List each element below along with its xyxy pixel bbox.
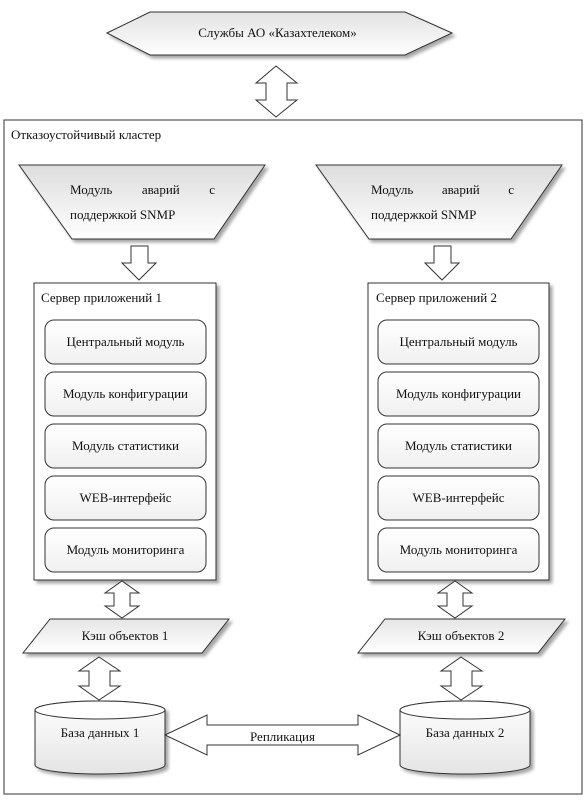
alarm-word: Модуль [371,182,414,197]
database-1-label: База данных 1 [60,725,140,740]
double-arrow-server-cache-1 [103,580,141,619]
module-label: Модуль конфигурации [62,386,189,401]
services-node [105,11,454,56]
module-label: WEB-интерфейс [79,490,172,505]
server-1-title: Сервер приложений 1 [41,290,162,305]
module-label: WEB-интерфейс [412,490,505,505]
module-box [44,423,207,469]
alarm-module-2 [315,164,563,240]
module-box [377,423,540,469]
services-label: Службы АО «Казахтелеком» [198,25,357,40]
database-1 [34,700,166,775]
double-arrow-cache-db-1 [77,656,122,701]
module-box [377,371,540,417]
alarm-module-1 [18,164,266,240]
database-2 [399,700,531,775]
replication-arrow [163,714,402,756]
server-1-modules [44,319,207,573]
double-arrow-services-cluster [254,65,299,118]
alarm-word: с [209,182,215,197]
server-2-modules [377,319,540,573]
alarm-module-1-line2: поддержкой SNMP [70,207,176,222]
module-box [44,371,207,417]
module-label: Модуль статистики [405,438,512,453]
cluster-label: Отказоустойчивый кластер [11,127,162,142]
module-label: Центральный модуль [399,334,518,349]
module-label: Центральный модуль [66,334,185,349]
module-box [44,527,207,573]
alarm-module-2-line2: поддержкой SNMP [371,207,477,222]
alarm-module-2-line1: Модуль аварий с [371,183,514,196]
arrow-alarm-server-1 [120,245,158,281]
alarm-word: с [508,182,514,197]
database-2-label: База данных 2 [425,725,505,740]
alarm-word: Модуль [70,182,113,197]
module-box [377,475,540,521]
module-label: Модуль конфигурации [395,386,522,401]
module-box [377,319,540,365]
arrow-alarm-server-2 [423,245,461,281]
module-label: Модуль мониторинга [399,542,518,557]
replication-label: Репликация [249,729,315,744]
server-2-title: Сервер приложений 2 [376,290,497,305]
module-box [44,319,207,365]
module-label: Модуль статистики [72,438,179,453]
module-box [44,475,207,521]
alarm-module-1-line1: Модуль аварий с [70,183,215,196]
cache-2 [356,618,567,654]
double-arrow-server-cache-2 [436,580,474,619]
double-arrow-cache-db-2 [439,656,484,701]
module-box [377,527,540,573]
alarm-word: аварий [441,182,480,197]
cache-1 [21,618,231,654]
alarm-word: аварий [141,182,180,197]
cache-1-label: Кэш объектов 1 [81,628,169,643]
cache-2-label: Кэш объектов 2 [417,628,505,643]
module-label: Модуль мониторинга [66,542,185,557]
